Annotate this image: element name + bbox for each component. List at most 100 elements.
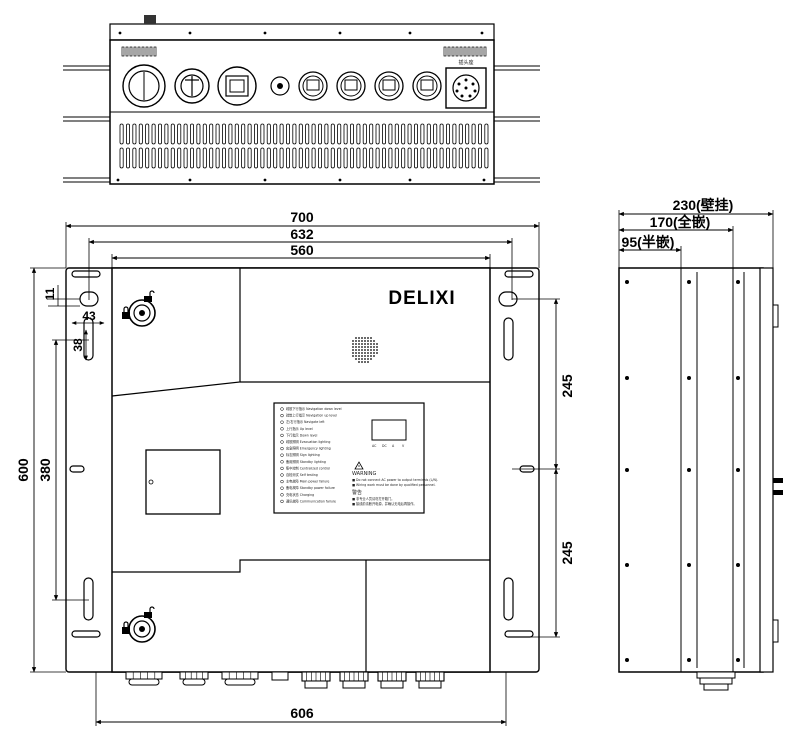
side-view: 230(壁挂) 170(全嵌) 95(半嵌) bbox=[618, 197, 783, 691]
speaker-hole bbox=[358, 361, 360, 363]
vent-slot bbox=[253, 123, 258, 145]
speaker-hole bbox=[367, 337, 369, 339]
speaker-hole bbox=[367, 349, 369, 351]
speaker-hole bbox=[355, 343, 357, 345]
vent-slot bbox=[471, 123, 476, 145]
vent-slot bbox=[362, 123, 367, 145]
speaker-hole bbox=[361, 349, 363, 351]
vent-slot bbox=[209, 123, 214, 145]
dim-11: 11 bbox=[43, 287, 57, 300]
vent-slot bbox=[260, 123, 265, 145]
speaker-hole bbox=[361, 337, 363, 339]
vent-slot bbox=[484, 123, 489, 145]
vent-slot bbox=[141, 46, 145, 57]
side-lock-knobs bbox=[773, 478, 783, 495]
lower-lock-open-icon bbox=[144, 606, 155, 618]
warning-line-1: ■ Do not connect AC power to output term… bbox=[352, 478, 438, 482]
gland-nut bbox=[125, 671, 163, 680]
legend-label: 左/右行指示 Navigate left bbox=[286, 419, 325, 424]
speaker-hole bbox=[373, 352, 375, 354]
output-connector-slot bbox=[344, 79, 358, 91]
vent-slot bbox=[145, 46, 149, 57]
vent-slot bbox=[467, 46, 471, 57]
vent-slot bbox=[484, 147, 489, 169]
speaker-hole bbox=[352, 349, 354, 351]
vent-slot bbox=[375, 147, 380, 169]
vent-slot bbox=[137, 46, 141, 57]
upper-vent-slots-right bbox=[443, 46, 487, 57]
speaker-hole bbox=[361, 343, 363, 345]
vent-slot bbox=[458, 123, 463, 145]
socket-pin bbox=[464, 78, 468, 82]
vent-slot bbox=[443, 46, 447, 57]
vent-slot bbox=[381, 147, 386, 169]
socket-pin bbox=[460, 94, 464, 98]
vent-slot bbox=[273, 123, 278, 145]
lid-holes bbox=[118, 31, 484, 35]
speaker-hole bbox=[352, 352, 354, 354]
legend-indicator-icon bbox=[280, 427, 284, 431]
vent-slot bbox=[311, 147, 316, 169]
speaker-hole bbox=[367, 355, 369, 357]
speaker-hole bbox=[373, 343, 375, 345]
vent-slot bbox=[126, 147, 131, 169]
front-view: DELIXI 疏散下行指示 Navigation down level疏散上行指… bbox=[15, 209, 575, 726]
vent-slot bbox=[164, 123, 169, 145]
vent-slot bbox=[452, 123, 457, 145]
vent-slot bbox=[279, 147, 284, 169]
gland-nut bbox=[179, 671, 209, 680]
speaker-hole bbox=[358, 352, 360, 354]
dim-606: 606 bbox=[290, 705, 314, 721]
output-gland-cap bbox=[418, 680, 442, 689]
top-view: 插头座 bbox=[63, 15, 540, 185]
vent-slot bbox=[183, 123, 188, 145]
dim-230-wall: 230(壁挂) bbox=[673, 197, 734, 213]
socket-pin bbox=[457, 82, 461, 86]
speaker-hole bbox=[367, 358, 369, 360]
speaker-hole bbox=[370, 340, 372, 342]
upper-lock bbox=[128, 299, 156, 327]
vent-slot bbox=[420, 123, 425, 145]
gland-small bbox=[271, 671, 289, 681]
vent-slot bbox=[285, 147, 290, 169]
gland-cap bbox=[182, 678, 206, 686]
side-hinges bbox=[772, 304, 779, 643]
speaker-hole bbox=[352, 340, 354, 342]
legend-indicator-icon bbox=[280, 493, 284, 497]
vent-slot bbox=[196, 147, 201, 169]
vent-slot bbox=[407, 147, 412, 169]
vent-slot bbox=[151, 147, 156, 169]
vent-slot bbox=[221, 123, 226, 145]
vent-slot bbox=[145, 123, 150, 145]
vent-slot bbox=[455, 46, 459, 57]
vent-slot bbox=[202, 123, 207, 145]
socket-pin bbox=[468, 94, 472, 98]
legend-indicator-icon bbox=[280, 473, 284, 477]
legend-indicator-icon bbox=[280, 440, 284, 444]
legend-label: 充电状态 Charging bbox=[286, 492, 314, 497]
vent-slot bbox=[129, 46, 133, 57]
vent-slot bbox=[126, 123, 131, 145]
upper-vent-slots bbox=[121, 46, 157, 57]
output-gland-cap bbox=[380, 680, 404, 689]
legend-label: 备用照明 Standby lighting bbox=[286, 459, 326, 464]
vent-slot bbox=[164, 147, 169, 169]
dim-380: 380 bbox=[37, 458, 53, 482]
vent-slot bbox=[317, 147, 322, 169]
vent-slot bbox=[241, 123, 246, 145]
vent-slot bbox=[477, 147, 482, 169]
speaker-hole bbox=[352, 355, 354, 357]
vent-slot bbox=[375, 123, 380, 145]
speaker-hole bbox=[358, 346, 360, 348]
vent-slot bbox=[394, 147, 399, 169]
legend-indicator-icon bbox=[280, 407, 284, 411]
gland-cap bbox=[128, 678, 160, 686]
socket-pin bbox=[464, 86, 468, 90]
legend-indicator-icon bbox=[280, 479, 284, 484]
output-connector-slot bbox=[306, 79, 320, 91]
lower-lock bbox=[128, 615, 156, 643]
dim-95-semi: 95(半嵌) bbox=[622, 234, 675, 250]
speaker-hole bbox=[361, 352, 363, 354]
speaker-hole bbox=[355, 337, 357, 339]
